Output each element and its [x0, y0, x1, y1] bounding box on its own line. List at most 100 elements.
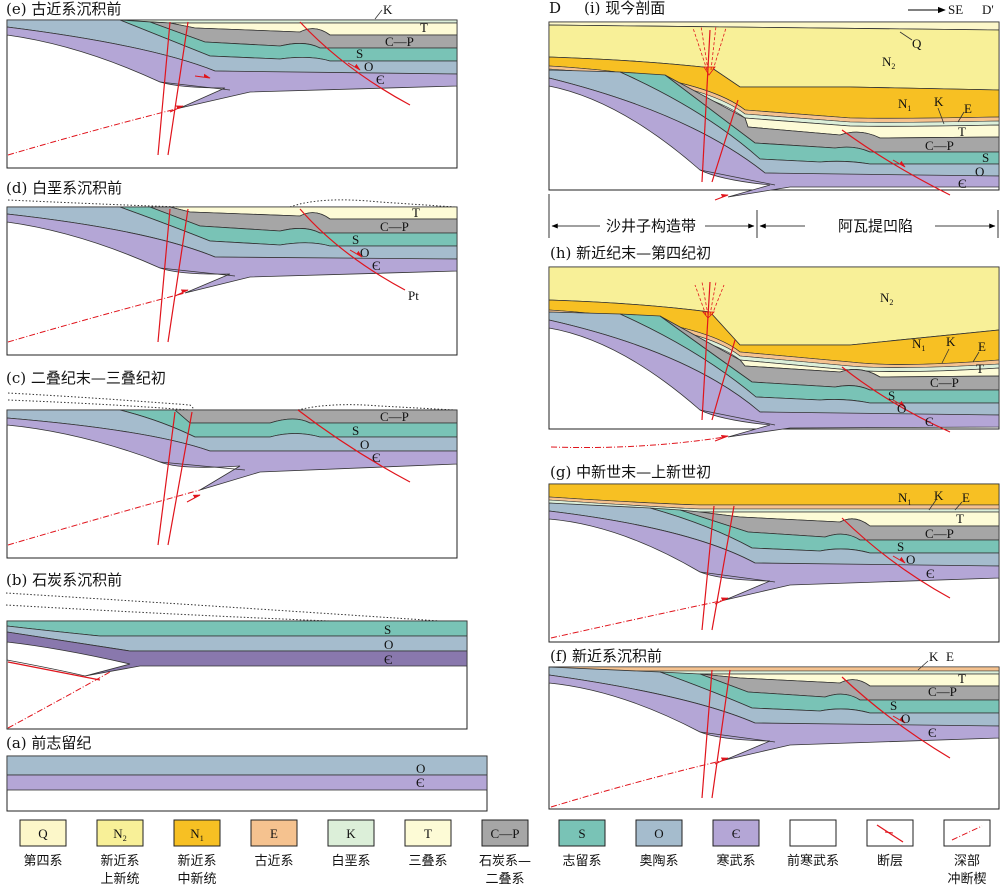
- fault-line: [701, 281, 711, 421]
- label-E: E: [978, 339, 986, 354]
- fault-line: [167, 21, 189, 156]
- label-O: O: [360, 245, 369, 260]
- label-N1-sub: 1: [907, 498, 911, 507]
- label-K: K: [946, 334, 956, 349]
- fault-line: [701, 669, 713, 799]
- detachment: [6, 659, 86, 677]
- label-K: K: [383, 2, 393, 17]
- fault-line: [711, 505, 735, 631]
- label-T: T: [412, 205, 420, 220]
- panel-d-title: (d) 白垩系沉积前: [6, 179, 122, 197]
- fault-arrow: [169, 105, 184, 113]
- fault-line: [701, 29, 711, 183]
- fault-arrow: [349, 249, 363, 258]
- panel-a-title: (a) 前志留纪: [6, 734, 91, 752]
- legend-name: 寒武系: [716, 853, 755, 869]
- panel-h-title: (h) 新近纪末—第四纪初: [550, 244, 711, 262]
- label-CP: C—P: [380, 219, 409, 234]
- label-E: E: [964, 101, 972, 116]
- fault-splay: [701, 281, 709, 316]
- label-leader: [954, 501, 963, 511]
- label-K: K: [929, 649, 939, 664]
- legend-swatch: [404, 819, 452, 847]
- label-S: S: [356, 46, 363, 61]
- layer-cambrian: [548, 510, 1000, 601]
- direction-label: SE: [948, 2, 963, 17]
- legend-swatch: [481, 819, 529, 847]
- panel-c-title: (c) 二叠纪末—三叠纪初: [6, 369, 166, 387]
- eroded-line: [5, 604, 331, 622]
- panel-f-title: (f) 新近系沉积前: [550, 647, 662, 665]
- layer-cambrian: [548, 674, 1000, 761]
- layer-cambrian: [6, 631, 468, 677]
- fault-line: [299, 208, 406, 291]
- fault-arrow: [347, 62, 361, 71]
- legend-symbol: S: [578, 826, 585, 841]
- fault-line: [7, 661, 101, 681]
- eroded-line: [297, 404, 456, 411]
- panel-i: D (i) 现今剖面 SE D' Q N2 N1 K E T: [548, 0, 1000, 238]
- panel-c: (c) 二叠纪末—三叠纪初 C—P S O Є: [6, 369, 458, 559]
- label-cambrian: Є: [372, 258, 381, 273]
- detachment: [159, 267, 236, 277]
- legend-name-2: 上新统: [100, 871, 139, 887]
- fault-arrow: [892, 159, 906, 168]
- label-cambrian: Є: [926, 566, 935, 581]
- label-leader: [374, 9, 383, 20]
- layer-cambrian: [548, 319, 1000, 438]
- label-N1-main: N: [912, 336, 922, 351]
- label-S: S: [890, 698, 897, 713]
- label-N2: N2: [880, 290, 893, 307]
- legend-swatch: [96, 819, 144, 847]
- label-K: K: [934, 488, 944, 503]
- fault-legend-arrow: [884, 831, 894, 834]
- deep-wedge-legend-icon: [951, 825, 983, 841]
- zone-right-label: 阿瓦提凹陷: [838, 217, 913, 235]
- label-K: K: [934, 94, 944, 109]
- layer-cambrian: [548, 77, 1000, 198]
- panel-e: (e) 古近系沉积前 K T C—P S O Є: [6, 0, 458, 169]
- label-O: O: [975, 164, 984, 179]
- fault-splay: [700, 25, 709, 71]
- label-Q: Q: [912, 36, 922, 51]
- fault-arrow: [186, 494, 201, 503]
- legend-swatch: [250, 819, 298, 847]
- legend-name: 新近系: [100, 853, 139, 869]
- fault-arrow: [194, 73, 211, 79]
- label-N2-sub: 2: [891, 62, 895, 71]
- panel-d: (d) 白垩系沉积前 T C—P S O Є Pt: [6, 179, 458, 356]
- deep-wedge-line: [550, 599, 726, 639]
- legend-swatch: [635, 819, 683, 847]
- panel-g-title: (g) 中新世末—上新世初: [550, 463, 711, 481]
- label-O: O: [384, 637, 393, 652]
- legend-symbol: O: [654, 826, 663, 841]
- label-S: S: [352, 423, 359, 438]
- fault-arrow: [892, 715, 906, 724]
- legend: Q第四系N2新近系上新统N1新近系中新统E古近系K白垩系T三叠系C—P石炭系—二…: [19, 819, 991, 887]
- legend-name-2: 二叠系: [485, 872, 524, 887]
- legend-name: 古近系: [254, 854, 293, 869]
- label-leader: [899, 31, 913, 41]
- deep-wedge-line: [550, 436, 726, 449]
- label-S: S: [384, 622, 391, 637]
- detachment: [699, 169, 776, 186]
- label-N2: N2: [882, 54, 895, 71]
- legend-swatch: [558, 819, 606, 847]
- detachment: [699, 409, 776, 426]
- legend-name: 前寒武系: [787, 853, 839, 869]
- legend-symbol: Q: [38, 826, 48, 841]
- legend-symbol: T: [424, 826, 432, 841]
- label-N1-main: N: [898, 490, 908, 505]
- deep-wedge-line: [550, 759, 726, 808]
- label-N2-sub: 2: [889, 298, 893, 307]
- fault-splay: [694, 284, 707, 316]
- label-S: S: [897, 539, 904, 554]
- fault-arrow: [892, 399, 906, 408]
- legend-swatch: [789, 819, 837, 847]
- label-O: O: [364, 59, 373, 74]
- label-CP: C—P: [930, 375, 959, 390]
- fault-arrow: [714, 597, 729, 605]
- detachment: [699, 571, 776, 583]
- panel-b: (b) 石炭系沉积前 S O Є: [5, 571, 468, 730]
